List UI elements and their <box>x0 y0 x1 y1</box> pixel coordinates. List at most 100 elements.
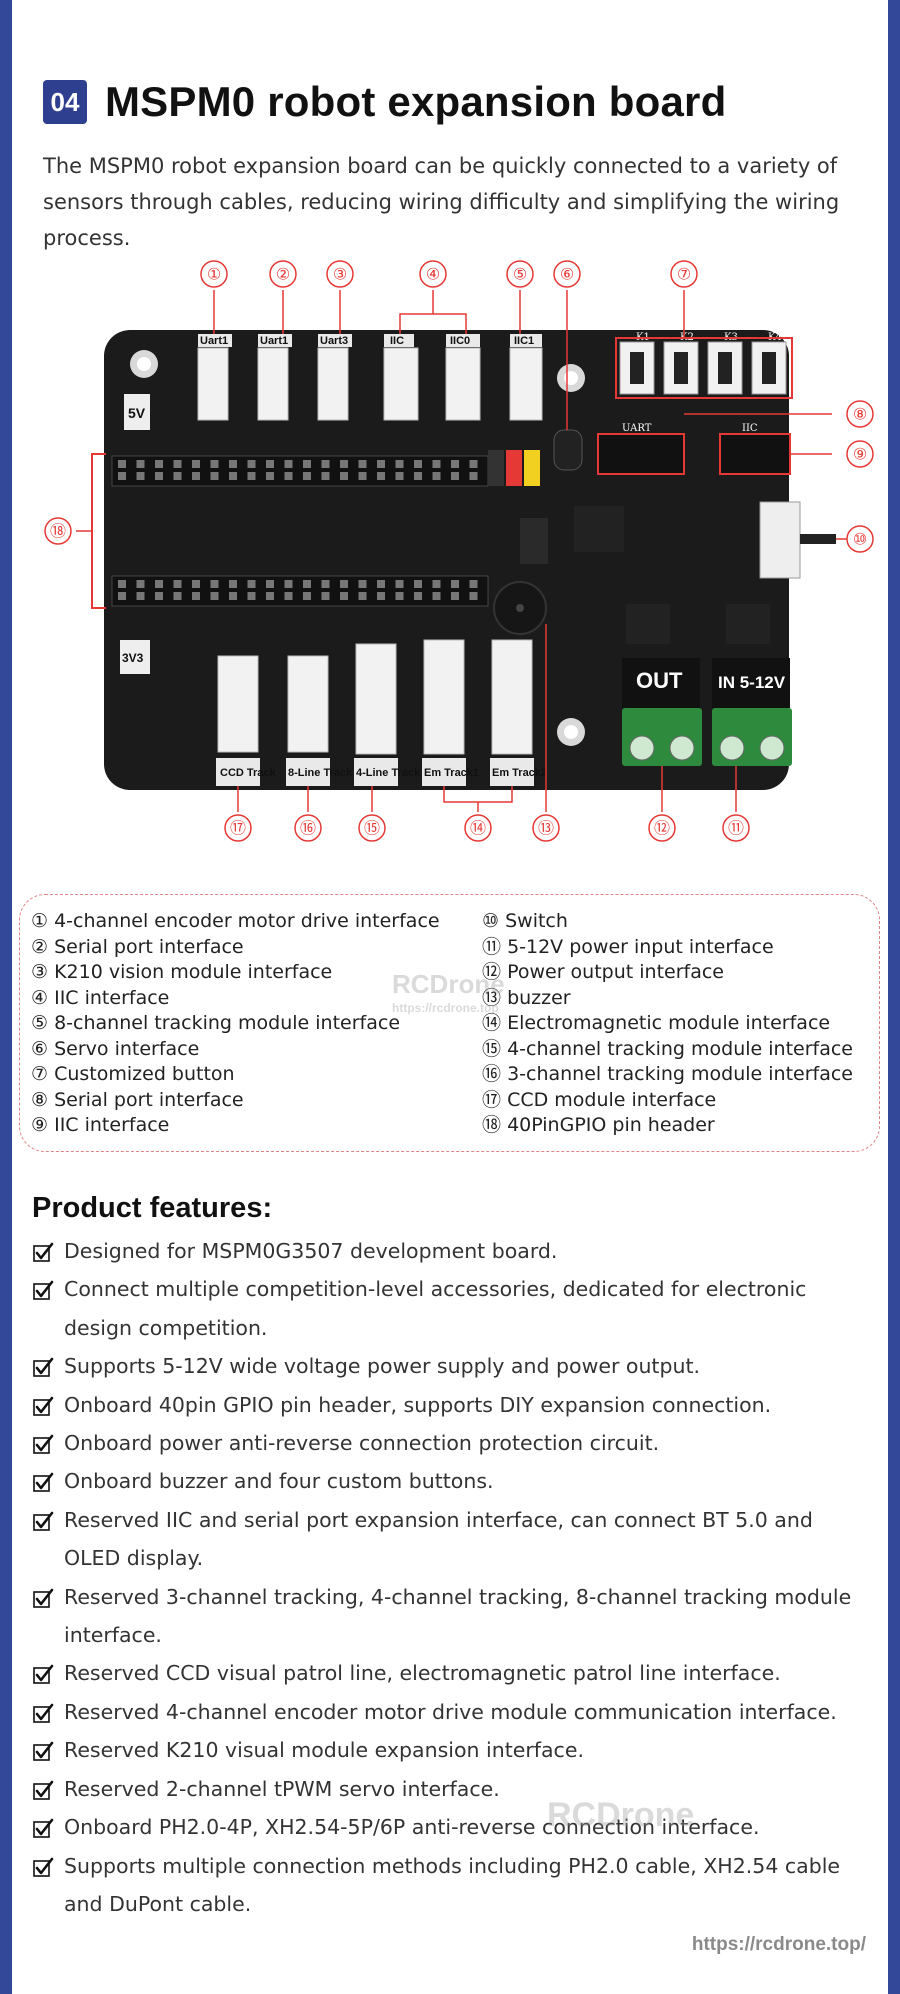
label-plate <box>510 334 542 347</box>
label-plate <box>446 334 480 347</box>
legend-item: ⑭ Electromagnetic module interface <box>482 1011 853 1037</box>
feature-item: Reserved 4-channel encoder motor drive m… <box>32 1693 872 1731</box>
svg-text:⑪: ⑪ <box>728 819 744 838</box>
label-plate <box>216 758 260 786</box>
connector-uart1-a <box>197 347 229 421</box>
header-pin <box>210 472 219 480</box>
legend-number: ⑦ <box>31 1063 49 1085</box>
mount-hole-inner <box>564 725 578 739</box>
svg-text:④: ④ <box>426 265 440 284</box>
out-label-box <box>622 658 700 708</box>
header-pin <box>210 592 219 600</box>
header-pin <box>136 460 145 468</box>
header-pin <box>266 592 274 600</box>
legend-item: ⑯ 3-channel tracking module interface <box>482 1062 853 1088</box>
legend-text: Customized button <box>54 1063 235 1085</box>
legend-text: 40PinGPIO pin header <box>507 1114 715 1136</box>
buzzer-hole <box>516 604 524 612</box>
header-pin <box>266 472 274 480</box>
header-pin <box>340 592 348 600</box>
header-pin <box>173 580 182 588</box>
header-pin <box>414 460 422 468</box>
legend-column-left: ① 4-channel encoder motor drive interfac… <box>31 909 440 1139</box>
checkbox-check-icon <box>33 1703 54 1723</box>
header-pin <box>321 592 330 600</box>
header-pin <box>173 592 182 600</box>
header-pin <box>469 592 478 600</box>
legend-text: Power output interface <box>507 961 724 983</box>
feature-item: Onboard power anti-reverse connection pr… <box>32 1424 872 1462</box>
header-pin <box>432 472 441 480</box>
header-pin <box>284 460 293 468</box>
mount-hole-inner <box>137 357 151 371</box>
gpio-header-bottom <box>111 575 489 607</box>
legend-number: ⑮ <box>482 1037 502 1060</box>
legend-number: ⑩ <box>482 910 500 932</box>
legend-item: ⑰ CCD module interface <box>482 1088 853 1114</box>
header-pin <box>451 592 459 600</box>
legend-text: 4-channel encoder motor drive interface <box>54 910 440 932</box>
board-svg: Uart1 Uart1 Uart3 IIC IIC0 IIC1 K1 K2 K3 <box>44 260 874 842</box>
checkbox-check-icon <box>33 1396 54 1416</box>
legend-number: ① <box>31 910 49 932</box>
header-pin <box>118 580 126 588</box>
checkbox-check-icon <box>33 1780 54 1800</box>
section-number-badge: 04 <box>43 80 87 124</box>
feature-item: Reserved 3-channel tracking, 4-channel t… <box>32 1578 872 1655</box>
svg-text:⑱: ⑱ <box>50 522 66 541</box>
label-plate <box>422 758 466 786</box>
header-pin <box>414 472 422 480</box>
svg-text:③: ③ <box>333 265 347 284</box>
interface-legend: ① 4-channel encoder motor drive interfac… <box>19 894 880 1152</box>
feature-text: Reserved K210 visual module expansion in… <box>64 1738 584 1763</box>
feature-item: Onboard 40pin GPIO pin header, supports … <box>32 1386 872 1424</box>
feature-text: Onboard 40pin GPIO pin header, supports … <box>64 1392 772 1417</box>
callout-numbers: ① ② ③ ④ ⑤ ⑥ ⑦ ⑧ ⑨ ⑩ ⑪ ⑫ ⑬ ⑭ ⑮ ⑯ ⑰ ⑱ <box>50 265 867 838</box>
header-pin <box>136 472 145 480</box>
top-connectors: Uart1 Uart1 Uart3 IIC IIC0 IIC1 <box>197 334 543 421</box>
legend-number: ⑥ <box>31 1037 49 1060</box>
feature-text: Reserved 3-channel tracking, 4-channel t… <box>64 1584 852 1648</box>
checkbox-check-icon <box>33 1511 54 1531</box>
legend-number: ⑰ <box>482 1088 502 1111</box>
legend-number: ⑭ <box>482 1012 502 1034</box>
feature-text: Designed for MSPM0G3507 development boar… <box>64 1239 558 1263</box>
legend-text: 3-channel tracking module interface <box>507 1063 853 1085</box>
legend-text: IIC interface <box>54 986 170 1009</box>
svg-text:⑭: ⑭ <box>470 819 486 838</box>
board-diagram: Uart1 Uart1 Uart3 IIC IIC0 IIC1 K1 K2 K3 <box>26 254 876 854</box>
header-pin <box>469 580 478 588</box>
feature-text: Reserved IIC and serial port expansion i… <box>64 1507 813 1571</box>
connector-em1 <box>423 639 465 755</box>
header-pin <box>229 460 237 468</box>
legend-text: buzzer <box>507 986 571 1009</box>
header-pin <box>284 592 293 600</box>
legend-text: K210 vision module interface <box>54 961 333 983</box>
servo-pin <box>506 450 522 486</box>
legend-item: ⑤ 8-channel tracking module interface <box>31 1011 440 1037</box>
label-plate <box>384 334 414 347</box>
checkbox-check-icon <box>33 1434 54 1454</box>
uart-label: UART <box>622 423 652 434</box>
callout-bracket <box>91 453 106 609</box>
header-pin <box>340 472 348 480</box>
label-3v3-plate <box>120 640 150 674</box>
terminal-screw <box>759 735 785 761</box>
label-plate <box>198 334 232 347</box>
feature-item: Designed for MSPM0G3507 development boar… <box>32 1232 872 1270</box>
header-pin <box>192 472 200 480</box>
legend-text: Servo interface <box>54 1037 200 1060</box>
gpio-header-top <box>111 455 489 487</box>
legend-item: ⑱ 40PinGPIO pin header <box>482 1113 853 1139</box>
connector-ccd <box>217 655 259 753</box>
terminal-screw <box>629 735 655 761</box>
header-pin <box>229 580 237 588</box>
legend-number: ⑪ <box>482 935 502 958</box>
svg-text:①: ① <box>207 265 221 284</box>
watermark-brand: RCDrone <box>547 1796 695 1834</box>
header-pin <box>340 580 348 588</box>
feature-item: Reserved IIC and serial port expansion i… <box>32 1501 872 1578</box>
header-pin <box>340 460 348 468</box>
callout-box <box>615 337 793 399</box>
header-pin <box>247 460 256 468</box>
